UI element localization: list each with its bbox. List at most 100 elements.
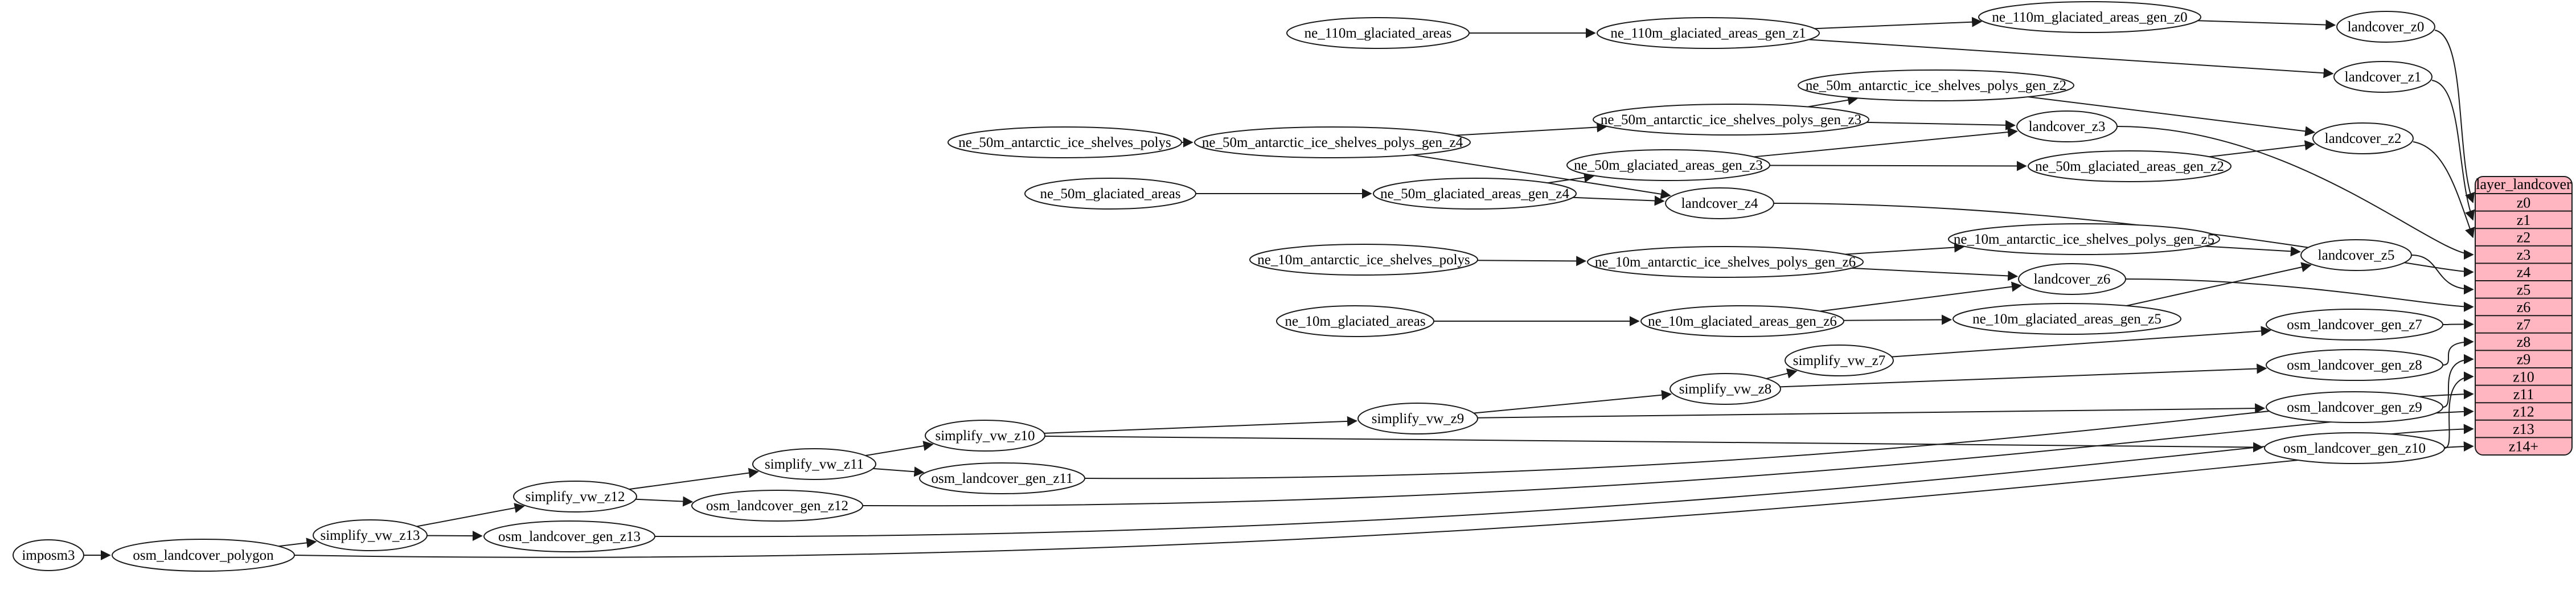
node-simplify_vw_z10: simplify_vw_z10 — [925, 420, 1045, 452]
node-label-ne_50m_antarctic_ice_shelves_polys_gen_z3: ne_50m_antarctic_ice_shelves_polys_gen_z… — [1601, 112, 1861, 128]
edge-ne_50m_glaciated_areas_gen_z2-to-landcover_z2 — [2209, 140, 2315, 158]
node-label-ne_10m_antarctic_ice_shelves_polys_gen_z6: ne_10m_antarctic_ice_shelves_polys_gen_z… — [1595, 255, 1856, 270]
node-label-ne_50m_glaciated_areas: ne_50m_glaciated_areas — [1040, 186, 1180, 202]
node-ellipse-osm_landcover_gen_z13 — [483, 520, 655, 552]
edge-simplify_vw_z9-to-simplify_vw_z8 — [1474, 389, 1672, 414]
node-ne_110m_glaciated_areas_gen_z1: ne_110m_glaciated_areas_gen_z1 — [1597, 17, 1820, 49]
edge-ne_10m_antarctic_ice_shelves_polys_gen_z6-to-landcover_z6 — [1851, 267, 2019, 281]
edge-ne_10m_antarctic_ice_shelves_polys_gen_z6-to-ne_10m_antarctic_ice_shelves_polys_gen_z5 — [1845, 242, 1965, 255]
node-label-landcover_z1: landcover_z1 — [2345, 69, 2422, 85]
node-ellipse-ne_10m_glaciated_areas — [1276, 305, 1434, 337]
table-row-z7: z7 — [2517, 317, 2531, 333]
node-landcover_z6: landcover_z6 — [2018, 263, 2126, 295]
node-ellipse-ne_50m_glaciated_areas — [1024, 178, 1196, 210]
node-label-ne_110m_glaciated_areas_gen_z0: ne_110m_glaciated_areas_gen_z0 — [1992, 10, 2187, 25]
node-label-ne_10m_antarctic_ice_shelves_polys: ne_10m_antarctic_ice_shelves_polys — [1257, 252, 1470, 268]
edge-simplify_vw_z8-to-osm_landcover_gen_z8 — [1780, 363, 2267, 388]
node-ne_10m_glaciated_areas_gen_z5: ne_10m_glaciated_areas_gen_z5 — [1952, 303, 2181, 335]
node-osm_landcover_gen_z12: osm_landcover_gen_z12 — [691, 490, 863, 522]
node-ne_10m_antarctic_ice_shelves_polys_gen_z6: ne_10m_antarctic_ice_shelves_polys_gen_z… — [1587, 246, 1864, 278]
node-landcover_z4: landcover_z4 — [1665, 187, 1774, 219]
node-ne_10m_antarctic_ice_shelves_polys: ne_10m_antarctic_ice_shelves_polys — [1249, 244, 1478, 276]
node-ne_110m_glaciated_areas: ne_110m_glaciated_areas — [1286, 17, 1470, 49]
edge-landcover_z2-to-row-z2 — [2413, 141, 2475, 239]
node-landcover_z2: landcover_z2 — [2312, 122, 2414, 154]
edge-simplify_vw_z7-to-osm_landcover_gen_z7 — [1892, 326, 2271, 358]
table-row-z0: z0 — [2517, 194, 2531, 211]
node-label-simplify_vw_z13: simplify_vw_z13 — [321, 528, 420, 543]
node-label-landcover_z6: landcover_z6 — [2034, 272, 2111, 287]
node-landcover_z3: landcover_z3 — [2016, 110, 2118, 142]
node-label-osm_landcover_gen_z8: osm_landcover_gen_z8 — [2287, 358, 2422, 373]
table-row-z4: z4 — [2517, 264, 2531, 281]
table-row-z5: z5 — [2517, 281, 2531, 298]
node-label-osm_landcover_gen_z7: osm_landcover_gen_z7 — [2287, 317, 2422, 333]
edge-landcover_z1-to-row-z1 — [2431, 80, 2475, 221]
node-ellipse-ne_10m_glaciated_areas_gen_z5 — [1952, 303, 2181, 335]
node-ellipse-landcover_z5 — [2300, 239, 2412, 271]
node-osm_landcover_gen_z9: osm_landcover_gen_z9 — [2266, 391, 2443, 423]
node-simplify_vw_z8: simplify_vw_z8 — [1670, 373, 1781, 405]
node-ellipse-simplify_vw_z7 — [1785, 345, 1894, 376]
node-ellipse-osm_landcover_gen_z9 — [2266, 391, 2443, 423]
node-ellipse-ne_10m_glaciated_areas_gen_z6 — [1640, 305, 1844, 337]
node-imposm3: imposm3 — [13, 539, 84, 571]
node-ellipse-osm_landcover_gen_z11 — [919, 462, 1085, 494]
node-ne_50m_antarctic_ice_shelves_polys: ne_50m_antarctic_ice_shelves_polys — [947, 126, 1182, 158]
edge-layer — [84, 17, 2475, 560]
node-ne_50m_antarctic_ice_shelves_polys_gen_z4: ne_50m_antarctic_ice_shelves_polys_gen_z… — [1194, 126, 1471, 158]
node-ellipse-imposm3 — [13, 539, 84, 571]
edge-ne_10m_glaciated_areas_gen_z5-to-landcover_z5 — [2126, 262, 2312, 306]
node-label-landcover_z3: landcover_z3 — [2029, 119, 2106, 134]
node-label-simplify_vw_z7: simplify_vw_z7 — [1793, 353, 1886, 368]
table-row-z12: z12 — [2513, 404, 2534, 420]
edge-ne_10m_glaciated_areas_gen_z6-to-ne_10m_glaciated_areas_gen_z5 — [1843, 314, 1952, 325]
edge-simplify_vw_z8-to-simplify_vw_z7 — [1766, 368, 1798, 379]
node-label-imposm3: imposm3 — [22, 548, 75, 563]
node-ellipse-osm_landcover_polygon — [112, 539, 295, 572]
node-ellipse-ne_110m_glaciated_areas — [1286, 17, 1470, 49]
node-label-osm_landcover_gen_z12: osm_landcover_gen_z12 — [706, 498, 848, 514]
edge-ne_110m_glaciated_areas_gen_z1-to-landcover_z1 — [1808, 39, 2334, 79]
edge-ne_50m_antarctic_ice_shelves_polys_gen_z3-to-landcover_z3 — [1867, 120, 2016, 130]
node-simplify_vw_z12: simplify_vw_z12 — [513, 481, 637, 512]
edge-ne_110m_glaciated_areas_gen_z1-to-ne_110m_glaciated_areas_gen_z0 — [1814, 17, 1983, 30]
edge-ne_50m_antarctic_ice_shelves_polys_gen_z3-to-ne_50m_antarctic_ice_shelves_polys_gen_z2 — [1807, 95, 1859, 108]
table-row-z13: z13 — [2513, 421, 2534, 437]
edge-ne_10m_glaciated_areas_gen_z6-to-landcover_z6 — [1819, 281, 2022, 312]
edge-simplify_vw_z10-to-osm_landcover_gen_z10 — [1044, 435, 2264, 453]
node-ne_50m_antarctic_ice_shelves_polys_gen_z2: ne_50m_antarctic_ice_shelves_polys_gen_z… — [1798, 69, 2074, 101]
node-ellipse-simplify_vw_z11 — [752, 448, 876, 480]
node-label-ne_10m_glaciated_areas: ne_10m_glaciated_areas — [1285, 314, 1425, 329]
edge-osm_landcover_gen_z8-to-row-z8 — [2442, 337, 2474, 366]
node-label-simplify_vw_z8: simplify_vw_z8 — [1679, 382, 1772, 397]
node-label-simplify_vw_z11: simplify_vw_z11 — [765, 457, 864, 472]
node-landcover_z5: landcover_z5 — [2300, 239, 2412, 271]
node-landcover_z1: landcover_z1 — [2333, 61, 2433, 93]
edge-simplify_vw_z12-to-osm_landcover_gen_z12 — [635, 496, 694, 507]
edge-landcover_z6-to-row-z6 — [2125, 278, 2474, 312]
edge-simplify_vw_z11-to-simplify_vw_z10 — [865, 441, 934, 457]
node-label-ne_50m_antarctic_ice_shelves_polys_gen_z2: ne_50m_antarctic_ice_shelves_polys_gen_z… — [1806, 78, 2066, 93]
edge-simplify_vw_z10-to-simplify_vw_z9 — [1044, 416, 1358, 434]
node-ellipse-ne_10m_antarctic_ice_shelves_polys — [1249, 244, 1478, 276]
table-row-z3: z3 — [2517, 247, 2531, 263]
edge-osm_landcover_gen_z10-to-row-z10 — [2444, 371, 2474, 449]
table-row-z11: z11 — [2513, 386, 2534, 403]
table-row-z2: z2 — [2517, 229, 2531, 246]
node-ne_10m_glaciated_areas: ne_10m_glaciated_areas — [1276, 305, 1434, 337]
node-ellipse-ne_10m_antarctic_ice_shelves_polys_gen_z6 — [1587, 246, 1864, 278]
edge-simplify_vw_z12-to-simplify_vw_z11 — [629, 468, 759, 490]
node-ne_50m_glaciated_areas_gen_z2: ne_50m_glaciated_areas_gen_z2 — [2028, 150, 2232, 182]
table-title: layer_landcover — [2476, 176, 2571, 192]
edge-osm_landcover_gen_z12-to-row-z12 — [862, 406, 2474, 507]
node-label-ne_50m_glaciated_areas_gen_z4: ne_50m_glaciated_areas_gen_z4 — [1380, 186, 1569, 202]
node-ne_50m_glaciated_areas: ne_50m_glaciated_areas — [1024, 178, 1196, 210]
node-ellipse-simplify_vw_z8 — [1670, 373, 1781, 405]
edge-ne_50m_glaciated_areas_gen_z4-to-landcover_z4 — [1573, 195, 1665, 206]
node-label-simplify_vw_z9: simplify_vw_z9 — [1372, 411, 1465, 427]
node-label-landcover_z5: landcover_z5 — [2318, 248, 2395, 263]
edge-landcover_z0-to-row-z0 — [2434, 30, 2475, 203]
node-label-ne_10m_glaciated_areas_gen_z5: ne_10m_glaciated_areas_gen_z5 — [1972, 311, 2161, 327]
